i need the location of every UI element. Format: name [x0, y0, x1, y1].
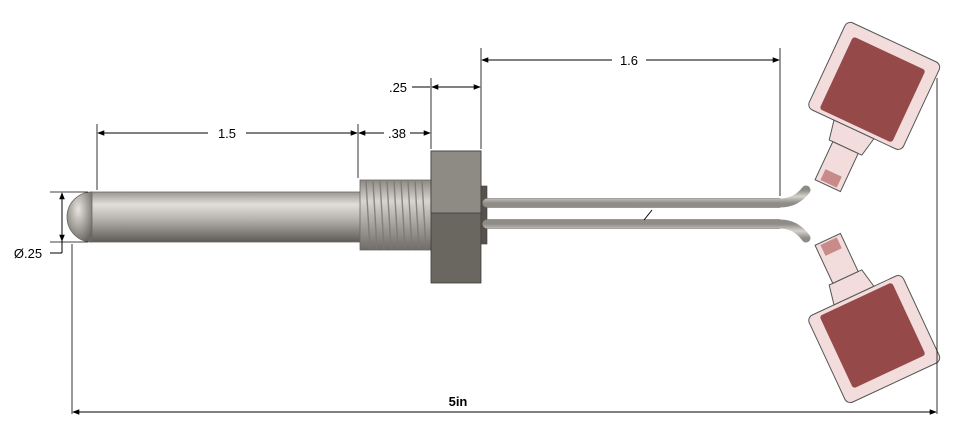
extension-lines [50, 48, 938, 414]
thread-ridge [400, 180, 406, 250]
terminal-top [808, 21, 941, 193]
lead-wires [482, 185, 811, 243]
dimension-thread-length: .38 [358, 126, 431, 141]
thread-ridge [365, 180, 371, 250]
thread-ridge [407, 180, 413, 250]
dimension-probe-diameter: Ø.25 [14, 192, 65, 261]
thread-ridge [386, 180, 392, 250]
dimension-probe-length: 1.5 [97, 126, 358, 141]
thread-ridge [379, 180, 385, 250]
dimension-lead-length: 1.6 [481, 53, 780, 68]
thread-ridge [372, 180, 378, 250]
hex-nut [430, 150, 488, 284]
label-hex-width: .25 [389, 80, 407, 95]
label-lead-length: 1.6 [620, 53, 638, 68]
dimension-hex-width: .25 [389, 80, 481, 95]
thread-ridge [421, 180, 427, 250]
thread-ridge [414, 180, 420, 250]
thread-ridge [393, 180, 399, 250]
terminal-bottom [808, 232, 941, 404]
threaded-fitting [359, 179, 433, 251]
label-probe-length: 1.5 [218, 126, 236, 141]
probe-sheath [66, 191, 363, 243]
dimension-overall-length: 5in [72, 394, 937, 415]
label-thread-length: .38 [388, 126, 406, 141]
label-probe-diameter: Ø.25 [14, 246, 42, 261]
label-overall-length: 5in [449, 394, 468, 409]
